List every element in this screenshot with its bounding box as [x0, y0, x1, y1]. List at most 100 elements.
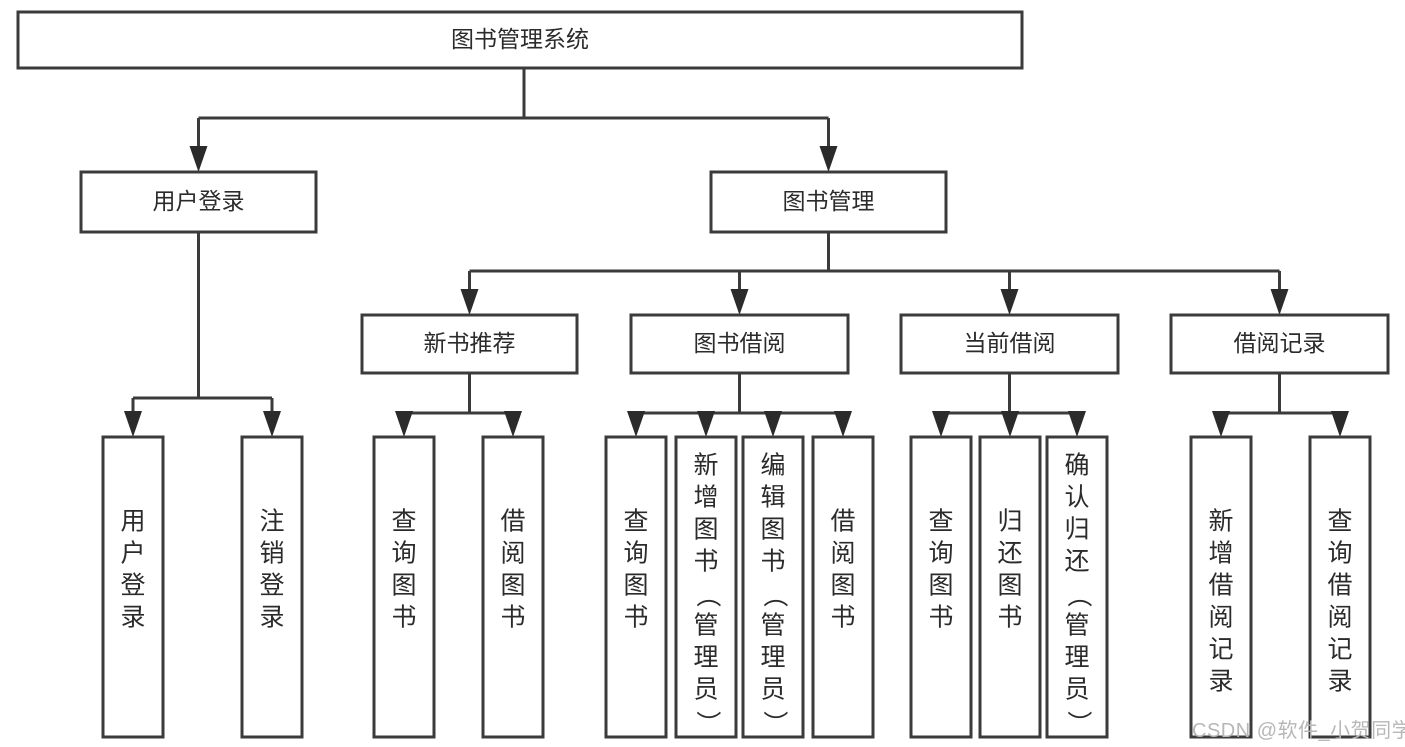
- node-book-borrow[interactable]: 图书借阅: [629, 313, 850, 375]
- node-new-book-recommend-rect[interactable]: [360, 313, 579, 375]
- node-leaf-query-book-recommend-label-char: 查: [391, 508, 416, 536]
- node-leaf-confirm-return-label-char: 管: [1064, 612, 1089, 640]
- node-leaf-edit-book-label-char: ）: [760, 710, 788, 735]
- node-leaf-query-borrow-record-rect[interactable]: [1308, 435, 1372, 739]
- node-leaf-add-book-label-char: 员: [693, 676, 718, 704]
- nodes-layer: 图书管理系统用户登录图书管理新书推荐图书借阅当前借阅借阅记录用户登录注销登录查询…: [16, 10, 1390, 739]
- arrow-head-icon: [834, 411, 852, 437]
- node-leaf-edit-book-label-char: 理: [760, 644, 785, 672]
- arrow-head-icon: [189, 146, 208, 172]
- node-leaf-confirm-return-label-char: 理: [1064, 644, 1089, 672]
- node-leaf-borrow-book-recommend-rect[interactable]: [481, 435, 545, 739]
- arrow-head-icon: [1212, 411, 1230, 437]
- node-root-root[interactable]: 图书管理系统: [16, 10, 1024, 70]
- arrow-head-icon: [1000, 289, 1019, 315]
- arrow-head-icon: [504, 411, 522, 437]
- node-leaf-confirm-return-label-char: 归: [1064, 516, 1089, 544]
- node-borrow-record[interactable]: 借阅记录: [1169, 313, 1390, 375]
- node-leaf-confirm-return-label-char: ）: [1064, 710, 1092, 735]
- node-root-root-label: 图书管理系统: [451, 26, 589, 52]
- node-book-management-label: 图书管理: [783, 188, 875, 214]
- node-leaf-confirm-return-rect[interactable]: [1045, 435, 1109, 739]
- node-leaf-add-book-label-char: ）: [693, 710, 721, 735]
- node-leaf-add-book-rect[interactable]: [674, 435, 738, 739]
- node-current-borrow-label: 当前借阅: [964, 330, 1056, 356]
- node-leaf-borrow-book-label-char: 图: [830, 572, 855, 600]
- node-leaf-borrow-book-recommend-label-char: 借: [500, 508, 525, 536]
- node-leaf-edit-book-rect[interactable]: [741, 435, 805, 739]
- connectors-layer: [124, 68, 1349, 437]
- node-leaf-query-book-recommend-label-char: 询: [391, 540, 416, 568]
- node-leaf-add-borrow-record-rect[interactable]: [1189, 435, 1253, 739]
- arrow-head-icon: [1331, 411, 1349, 437]
- node-leaf-confirm-return-label-char: 认: [1064, 484, 1089, 512]
- node-book-management[interactable]: 图书管理: [709, 170, 948, 234]
- node-leaf-add-borrow-record-label-char: 增: [1208, 540, 1233, 568]
- node-leaf-user-login[interactable]: 用户登录: [101, 435, 165, 739]
- node-leaf-borrow-book-rect[interactable]: [811, 435, 875, 739]
- arrow-head-icon: [395, 411, 413, 437]
- node-leaf-user-logout-rect[interactable]: [240, 435, 304, 739]
- node-leaf-query-book-borrow-rect[interactable]: [604, 435, 668, 739]
- arrow-head-icon: [460, 289, 479, 315]
- node-user-login-rect[interactable]: [79, 170, 318, 234]
- node-leaf-edit-book-label-char: 图: [760, 516, 785, 544]
- arrow-head-icon: [819, 146, 838, 172]
- arrow-head-icon: [1068, 411, 1086, 437]
- node-leaf-user-login-rect[interactable]: [101, 435, 165, 739]
- node-leaf-add-borrow-record-label-char: 新: [1208, 508, 1233, 536]
- arrow-head-icon: [263, 411, 281, 437]
- node-user-login[interactable]: 用户登录: [79, 170, 318, 234]
- node-leaf-query-book-recommend-label-char: 书: [391, 604, 416, 632]
- node-borrow-record-rect[interactable]: [1169, 313, 1390, 375]
- watermark: CSDN @软件_小贺同学: [1192, 720, 1405, 742]
- node-new-book-recommend-label: 新书推荐: [424, 330, 516, 356]
- node-new-book-recommend[interactable]: 新书推荐: [360, 313, 579, 375]
- node-leaf-user-login-label-char: 用: [120, 508, 145, 536]
- node-leaf-query-book-current-rect[interactable]: [909, 435, 973, 739]
- node-leaf-query-borrow-record-label-char: 录: [1327, 668, 1352, 696]
- node-leaf-borrow-book-recommend-label-char: 书: [500, 604, 525, 632]
- node-leaf-query-book-borrow-label-char: 书: [623, 604, 648, 632]
- node-leaf-query-book-recommend-rect[interactable]: [372, 435, 436, 739]
- node-leaf-edit-book-label-char: （: [760, 582, 788, 607]
- node-leaf-query-book-borrow-label-char: 查: [623, 508, 648, 536]
- node-leaf-edit-book-label-char: 编: [760, 452, 785, 480]
- node-leaf-add-book-label-char: 理: [693, 644, 718, 672]
- node-book-management-rect[interactable]: [709, 170, 948, 234]
- node-leaf-borrow-book-recommend-label-char: 图: [500, 572, 525, 600]
- node-leaf-query-book-current-label-char: 图: [928, 572, 953, 600]
- node-leaf-add-book-label-char: （: [693, 582, 721, 607]
- node-leaf-query-borrow-record-label-char: 记: [1327, 636, 1352, 664]
- node-leaf-return-book-rect[interactable]: [978, 435, 1042, 739]
- node-leaf-confirm-return-label-char: 确: [1064, 452, 1089, 480]
- node-root-root-rect[interactable]: [16, 10, 1024, 70]
- node-leaf-edit-book-label-char: 管: [760, 612, 785, 640]
- node-leaf-user-login-label-char: 登: [120, 572, 145, 600]
- node-leaf-edit-book-label-char: 员: [760, 676, 785, 704]
- node-leaf-query-book-recommend-label-char: 图: [391, 572, 416, 600]
- arrow-head-icon: [1001, 411, 1019, 437]
- node-current-borrow-rect[interactable]: [899, 313, 1120, 375]
- node-leaf-edit-book-label-char: 书: [760, 548, 785, 576]
- node-leaf-add-borrow-record-label-char: 借: [1208, 572, 1233, 600]
- node-book-borrow-label: 图书借阅: [694, 330, 786, 356]
- node-current-borrow[interactable]: 当前借阅: [899, 313, 1120, 375]
- node-leaf-add-borrow-record-label-char: 阅: [1208, 604, 1233, 632]
- arrow-head-icon: [124, 411, 142, 437]
- node-book-borrow-rect[interactable]: [629, 313, 850, 375]
